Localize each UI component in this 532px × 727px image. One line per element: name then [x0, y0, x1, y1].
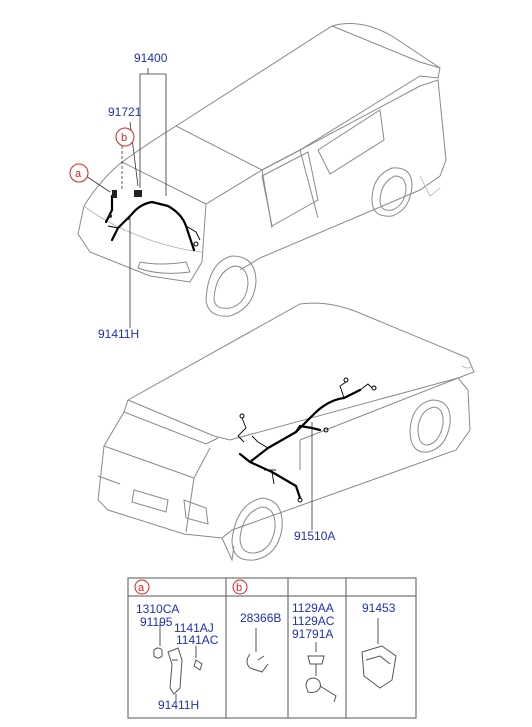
- label-91411h: 91411H: [98, 327, 139, 341]
- part-1310ca: 1310CA: [136, 602, 179, 616]
- front-leader-lines: [85, 68, 167, 328]
- bracket-icon: [167, 647, 183, 695]
- part-1129ac: 1129AC: [292, 614, 335, 628]
- svg-text:b: b: [121, 132, 127, 144]
- label-91510a: 91510A: [294, 529, 335, 543]
- ring-terminal-icon: [305, 677, 321, 693]
- label-91400: 91400: [134, 51, 168, 65]
- svg-text:a: a: [75, 168, 82, 180]
- rear-wiring-harness: [237, 377, 377, 503]
- label-91721: 91721: [108, 105, 142, 119]
- parts-table: [127, 577, 417, 719]
- part-1141ac: 1141AC: [176, 633, 219, 647]
- part-91195: 91195: [140, 615, 173, 629]
- front-vehicle-outline: [77, 23, 447, 317]
- svg-text:b: b: [236, 582, 242, 594]
- part-91453: 91453: [362, 601, 396, 615]
- table-col-a: a 1310CA 91195 1141AJ 1141AC 91411H: [134, 579, 219, 712]
- callout-b-front: b: [115, 127, 135, 147]
- table-col-c: 1129AA 1129AC 91791A: [292, 601, 337, 703]
- part-28366b: 28366B: [240, 611, 281, 625]
- part-1129aa: 1129AA: [292, 601, 334, 615]
- part-1141aj: 1141AJ: [174, 621, 214, 635]
- bolt-icon: [193, 659, 203, 671]
- callout-a-front: a: [69, 163, 89, 183]
- rear-vehicle-outline: [97, 302, 475, 562]
- part-91791a: 91791A: [292, 627, 333, 641]
- nut-icon: [307, 655, 325, 665]
- table-col-b: b 28366B: [232, 579, 281, 673]
- part-91411h: 91411H: [158, 698, 199, 712]
- svg-text:a: a: [138, 582, 145, 594]
- front-wiring-harness: [104, 190, 201, 252]
- clip-icon: [246, 653, 269, 673]
- grommet-icon: [153, 647, 163, 659]
- table-col-d: 91453: [361, 601, 397, 689]
- connector-cover-icon: [361, 645, 397, 689]
